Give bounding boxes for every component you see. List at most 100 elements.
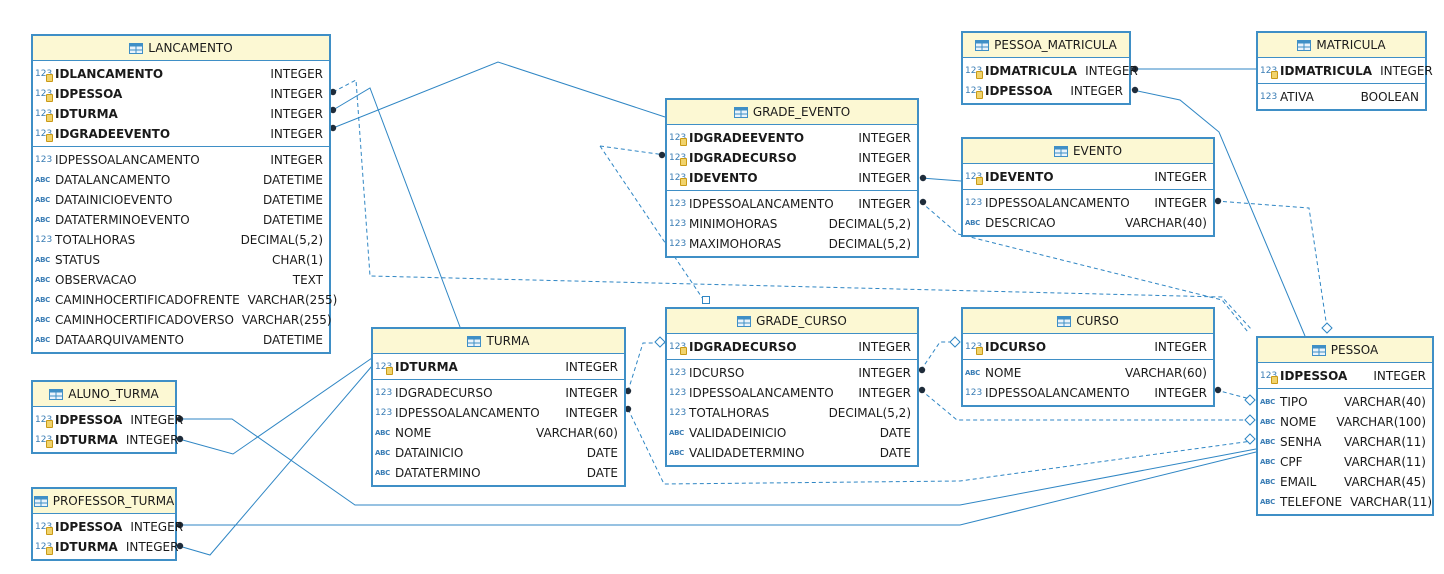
column-type: INTEGER: [1380, 64, 1433, 78]
relationship-end-dot: [176, 521, 184, 529]
primary-key-icon: 123: [965, 86, 985, 99]
column-name: IDGRADECURSO: [689, 151, 797, 165]
column-type: INTEGER: [125, 540, 179, 554]
column-type: INTEGER: [1085, 64, 1138, 78]
column-name: IDTURMA: [55, 540, 118, 554]
table-header[interactable]: TURMA: [373, 329, 624, 354]
primary-key-icon: 123: [965, 172, 985, 185]
column-name: IDPESSOALANCAMENTO: [985, 386, 1130, 400]
column-type: INTEGER: [130, 413, 183, 427]
table-header[interactable]: PROFESSOR_TURMA: [33, 489, 175, 514]
column-name: IDEVENTO: [689, 171, 758, 185]
column-type: INTEGER: [130, 520, 183, 534]
table-header[interactable]: PESSOA: [1258, 338, 1432, 363]
table-header[interactable]: CURSO: [963, 309, 1213, 334]
table-title: CURSO: [1076, 314, 1119, 328]
table-header[interactable]: EVENTO: [963, 139, 1213, 164]
table-header[interactable]: GRADE_CURSO: [667, 309, 917, 334]
table-title: GRADE_EVENTO: [752, 105, 851, 119]
table-header[interactable]: MATRICULA: [1258, 33, 1425, 58]
table-header[interactable]: LANCAMENTO: [33, 36, 329, 61]
column-name: TOTALHORAS: [55, 233, 136, 247]
rel-professor-turma-pessoa: [179, 451, 1257, 526]
table-header[interactable]: PESSOA_MATRICULA: [963, 33, 1129, 58]
column-name: IDLANCAMENTO: [55, 67, 164, 81]
table-title: LANCAMENTO: [148, 41, 233, 55]
table-header[interactable]: ALUNO_TURMA: [33, 382, 175, 407]
relationship-optional-marker: [1244, 414, 1256, 426]
table-header[interactable]: GRADE_EVENTO: [667, 100, 917, 125]
text-column-icon: ABC: [35, 256, 50, 264]
column-name: DATAARQUIVAMENTO: [55, 333, 184, 347]
column-type: INTEGER: [565, 406, 618, 420]
column-name: IDPESSOALANCAMENTO: [55, 153, 200, 167]
numeric-column-icon: 123: [669, 239, 687, 249]
